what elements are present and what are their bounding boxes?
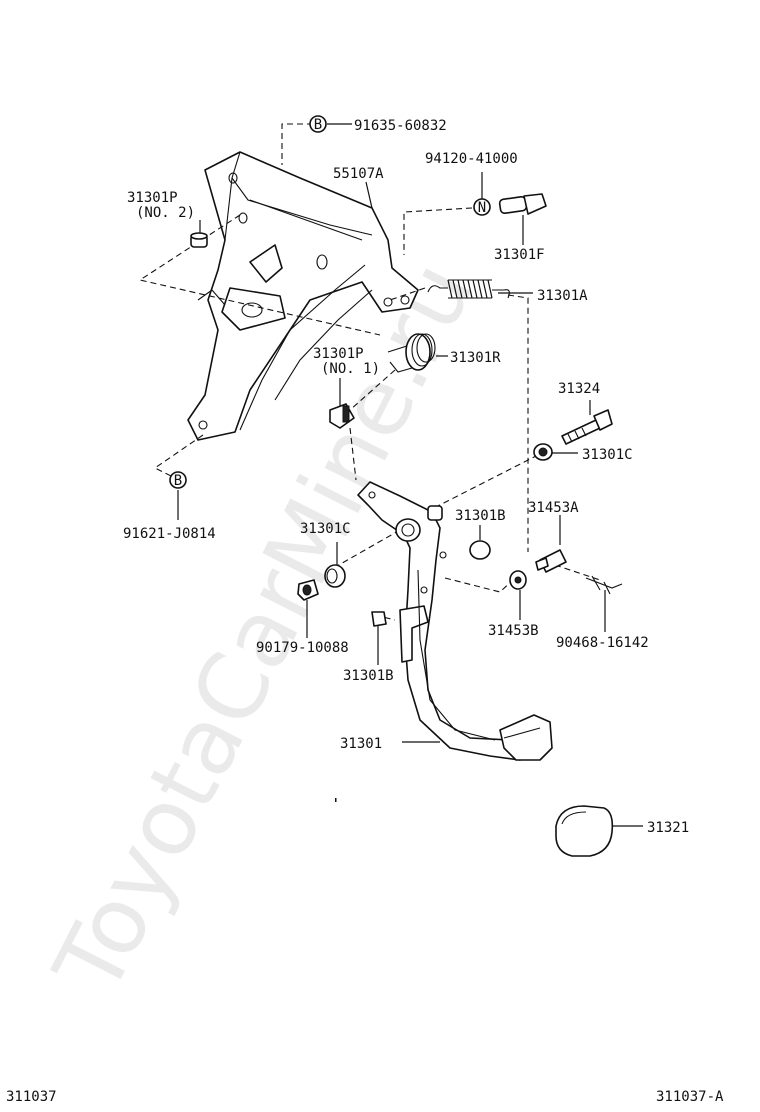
nut-31453b: [509, 570, 527, 590]
marker-n: N: [473, 198, 491, 216]
label-31453a: 31453A: [528, 500, 579, 516]
label-55107a: 55107A: [333, 166, 384, 182]
label-31321: 31321: [647, 820, 689, 836]
label-31453b: 31453B: [488, 623, 539, 639]
label-31301f: 31301F: [494, 247, 545, 263]
marker-b-bottom: B: [169, 471, 187, 489]
label-31301: 31301: [340, 736, 382, 752]
marker-b-bottom-letter: B: [174, 473, 182, 489]
footer-left-code: 311037: [6, 1089, 57, 1105]
nut-90179: [297, 579, 319, 601]
bolt-31301f: [498, 193, 547, 215]
label-31301p-no2-sub: (NO. 2): [136, 205, 195, 221]
clip-90468: [585, 575, 623, 595]
marker-b-top-letter: B: [314, 117, 322, 133]
label-91621-j0814: 91621-J0814: [123, 526, 216, 542]
pedal-arm-31301: [357, 481, 553, 761]
marker-b-top: B: [309, 115, 327, 133]
reference-lines: [138, 123, 601, 621]
spring-31301a: [427, 279, 510, 299]
pedal-support-bracket: [187, 151, 419, 441]
stray-mark: [335, 798, 337, 802]
nut-31301c-right: [533, 443, 553, 461]
label-31301a: 31301A: [537, 288, 588, 304]
label-90468-16142: 90468-16142: [556, 635, 649, 651]
label-31301c-left: 31301C: [300, 521, 351, 537]
collar-31301c-left: [324, 564, 346, 588]
marker-n-letter: N: [478, 200, 486, 216]
label-31324: 31324: [558, 381, 600, 397]
footer-right-code: 311037-A: [656, 1089, 724, 1105]
pedal-pad-31321: [555, 805, 614, 857]
part-labels: 91635-60832 55107A 94120-41000 31301P (N…: [123, 118, 689, 836]
bolt-31453a: [535, 549, 567, 573]
label-90179-10088: 90179-10088: [256, 640, 349, 656]
bushing-31301p-no1: [329, 403, 355, 429]
bushing-31301p-no2: [190, 232, 208, 248]
label-94120-41000: 94120-41000: [425, 151, 518, 167]
label-31301p-no1: 31301P: [313, 346, 364, 362]
stopper-31301b-right: [469, 540, 491, 560]
leader-lines: [177, 123, 643, 827]
label-31301c-right: 31301C: [582, 447, 633, 463]
label-31301b-left: 31301B: [343, 668, 394, 684]
bolt-31324: [561, 409, 613, 445]
label-31301p-no2: 31301P: [127, 190, 178, 206]
label-31301b-right: 31301B: [455, 508, 506, 524]
label-31301r: 31301R: [450, 350, 501, 366]
spring-31301r: [387, 333, 436, 373]
label-91635-60832: 91635-60832: [354, 118, 447, 134]
stopper-31301b-left: [371, 611, 387, 627]
label-31301p-no1-sub: (NO. 1): [321, 361, 380, 377]
